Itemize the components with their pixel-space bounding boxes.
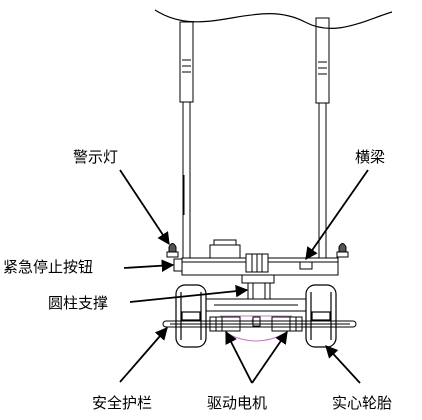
- label-cylinder-support: 圆柱支撑: [48, 294, 109, 312]
- label-warning-light: 警示灯: [73, 148, 119, 166]
- label-emergency-stop: 紧急停止按钮: [3, 258, 94, 276]
- warning-light-right: [336, 243, 349, 258]
- warning-light-left: [166, 243, 179, 258]
- safety-guardrail: [162, 320, 357, 328]
- label-crossbeam: 横梁: [355, 148, 386, 166]
- arrow-solid-tire: [325, 345, 361, 384]
- arrow-crossbeam: [305, 169, 369, 261]
- label-drive-motor: 驱动电机: [207, 394, 268, 412]
- arrow-emergency-stop: [123, 259, 175, 272]
- arrow-guardrail: [119, 327, 168, 383]
- arrow-drive-motor-left: [225, 330, 253, 384]
- solid-tire-right: [305, 284, 337, 348]
- label-solid-tire: 实心轮胎: [332, 394, 393, 412]
- arrow-cylinder-support: [129, 284, 249, 303]
- right-column: [315, 17, 330, 264]
- label-guardrail: 安全护栏: [92, 394, 153, 412]
- cylinder-support: [241, 274, 275, 300]
- solid-tire-left: [175, 284, 207, 348]
- leader-arrows: [119, 169, 369, 384]
- crossbeam: [181, 239, 339, 276]
- top-break-line: [154, 9, 393, 30]
- chassis-plate: [203, 298, 309, 312]
- arrow-warning-light: [119, 169, 170, 246]
- arrow-drive-motor-right: [251, 330, 288, 384]
- left-column: [179, 21, 194, 263]
